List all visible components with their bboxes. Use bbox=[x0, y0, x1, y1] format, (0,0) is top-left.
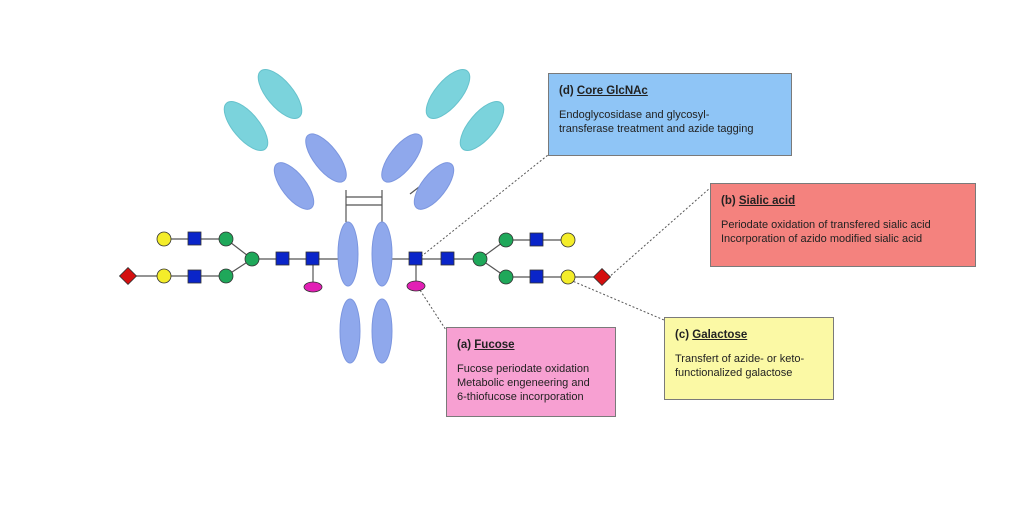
mannose-icon bbox=[218, 231, 234, 247]
callout-sialic-acid: (b) Sialic acid Periodate oxidation of t… bbox=[710, 183, 976, 267]
callout-text-line: Periodate oxidation of transfered sialic… bbox=[721, 219, 931, 231]
sialic-acid-icon bbox=[592, 267, 612, 287]
callout-text-line: 6-thiofucose incorporation bbox=[457, 391, 584, 403]
galactose-icon bbox=[156, 268, 172, 284]
mannose-icon bbox=[498, 232, 514, 248]
galactose-icon bbox=[560, 269, 576, 285]
callout-name: Fucose bbox=[474, 339, 515, 351]
heavy-chain-domain bbox=[273, 162, 315, 210]
callout-letter: (c) bbox=[675, 329, 690, 341]
callout-text-line: Transfert of azide- or keto- bbox=[675, 353, 805, 365]
glcnac-icon bbox=[305, 251, 320, 266]
callout-title: (c) Galactose bbox=[675, 328, 825, 342]
light-chain-domain bbox=[425, 69, 471, 119]
callout-text-line: Metabolic engeneering and bbox=[457, 377, 590, 389]
fc-domain bbox=[337, 221, 359, 287]
light-chain-domain bbox=[459, 101, 505, 151]
glcnac-icon bbox=[275, 251, 290, 266]
fc-domain bbox=[371, 221, 393, 287]
heavy-chain-domain bbox=[413, 162, 455, 210]
galactose-icon bbox=[156, 231, 172, 247]
glcnac-icon bbox=[408, 251, 423, 266]
callout-line-a bbox=[417, 286, 447, 331]
callout-text-line: functionalized galactose bbox=[675, 367, 793, 379]
light-chain-domain bbox=[223, 101, 269, 151]
callout-letter: (d) bbox=[559, 85, 574, 97]
callout-line-c bbox=[569, 279, 665, 321]
mannose-icon bbox=[472, 251, 488, 267]
callout-letter: (a) bbox=[457, 339, 472, 351]
fucose-icon bbox=[406, 280, 426, 292]
callout-text-line: transferase treatment and azide tagging bbox=[559, 123, 754, 135]
glcnac-icon bbox=[440, 251, 455, 266]
callout-text-line: Incorporation of azido modified sialic a… bbox=[721, 233, 923, 245]
heavy-chain-domain bbox=[305, 133, 347, 183]
heavy-chain-domain bbox=[381, 133, 423, 183]
glcnac-icon bbox=[529, 269, 544, 284]
callout-galactose: (c) Galactose Transfert of azide- or ket… bbox=[664, 317, 834, 400]
fc-domain bbox=[339, 298, 361, 364]
mannose-icon bbox=[498, 269, 514, 285]
glcnac-icon bbox=[187, 231, 202, 246]
callout-title: (a) Fucose bbox=[457, 338, 607, 352]
callout-text-line: Endoglycosidase and glycosyl- bbox=[559, 109, 710, 121]
light-chain-domain bbox=[257, 69, 303, 119]
galactose-icon bbox=[560, 232, 576, 248]
fc-domain bbox=[371, 298, 393, 364]
glcnac-icon bbox=[529, 232, 544, 247]
callout-text-line: Fucose periodate oxidation bbox=[457, 363, 590, 375]
mannose-icon bbox=[244, 251, 260, 267]
glycan-symbols bbox=[118, 231, 612, 293]
callout-name: Core GlcNAc bbox=[576, 85, 648, 97]
sialic-acid-icon bbox=[118, 266, 138, 286]
callout-title: (d) Core GlcNAc bbox=[559, 84, 783, 98]
callout-line-b bbox=[607, 187, 711, 279]
callout-fucose: (a) Fucose Fucose periodate oxidation Me… bbox=[446, 327, 616, 417]
callout-letter: (b) bbox=[721, 195, 736, 207]
callout-lines bbox=[417, 154, 711, 331]
callout-name: Sialic acid bbox=[738, 195, 796, 207]
fucose-icon bbox=[303, 281, 323, 293]
glcnac-icon bbox=[187, 269, 202, 284]
callout-name: Galactose bbox=[692, 329, 748, 341]
antibody bbox=[223, 69, 505, 364]
callout-title: (b) Sialic acid bbox=[721, 194, 967, 208]
callout-core-glcnac: (d) Core GlcNAc Endoglycosidase and glyc… bbox=[548, 73, 792, 156]
mannose-icon bbox=[218, 268, 234, 284]
